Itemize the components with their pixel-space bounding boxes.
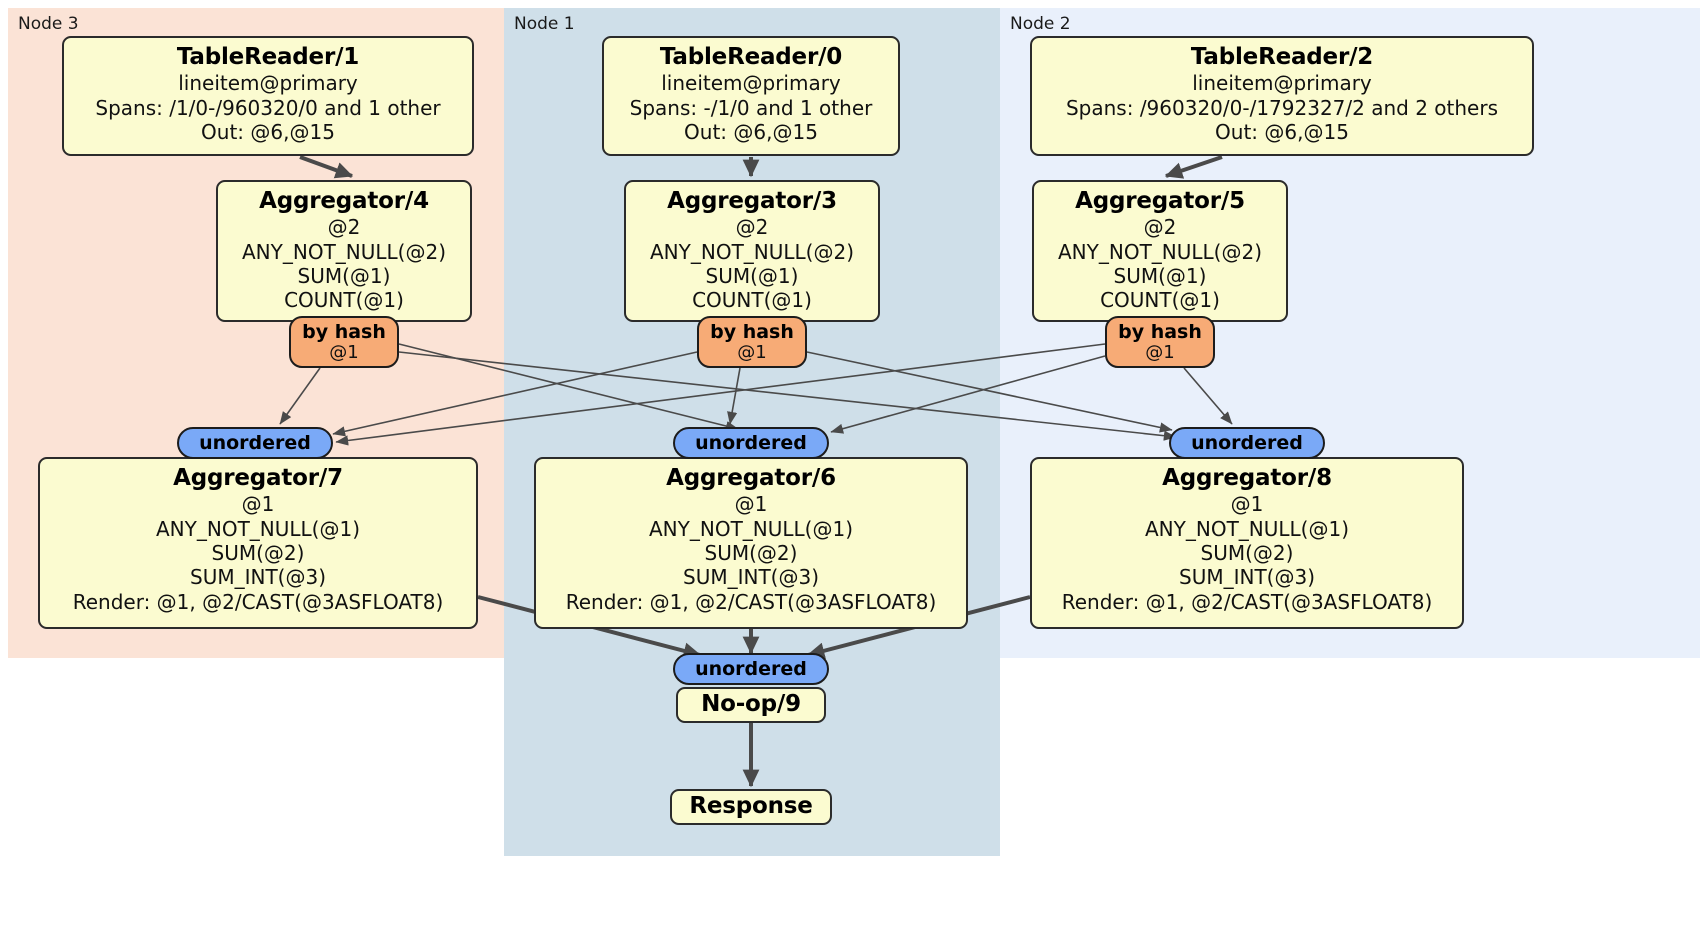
processor-detail-line: ANY_NOT_NULL(@2) (1058, 239, 1262, 264)
router-badge-label: unordered (199, 431, 311, 454)
router-badge-sync-left[interactable]: unordered (177, 427, 333, 459)
processor-detail-line: SUM(@1) (297, 263, 391, 288)
processor-detail-line: Spans: /960320/0-/1792327/2 and 2 others (1065, 95, 1498, 120)
processor-title: TableReader/2 (1190, 44, 1374, 70)
processor-detail-line: COUNT(@1) (1100, 288, 1220, 313)
processor-detail-line: @1 (241, 492, 275, 517)
node-label-node1: Node 1 (514, 14, 575, 34)
processor-detail-line: Out: @6,@15 (201, 119, 335, 144)
processor-title: Aggregator/4 (259, 188, 429, 214)
processor-detail-line: SUM(@1) (1113, 263, 1207, 288)
router-badge-column: @1 (1145, 341, 1175, 363)
router-badge-hash-mid[interactable]: by hash@1 (697, 316, 807, 368)
processor-detail-line: @1 (734, 492, 768, 517)
processor-detail-line: Render: @1, @2/CAST(@3ASFLOAT8) (72, 589, 444, 614)
processor-detail-line: SUM_INT(@3) (1179, 565, 1315, 590)
router-badge-label: by hash (1118, 320, 1202, 343)
router-badge-sync-right[interactable]: unordered (1169, 427, 1325, 459)
processor-detail-line: SUM_INT(@3) (190, 565, 326, 590)
processor-detail-line: Render: @1, @2/CAST(@3ASFLOAT8) (565, 589, 937, 614)
processor-box-noop9[interactable]: No-op/9 (676, 687, 826, 723)
processor-detail-line: ANY_NOT_NULL(@2) (242, 239, 446, 264)
processor-detail-line: lineitem@primary (178, 71, 358, 96)
processor-detail-line: ANY_NOT_NULL(@2) (650, 239, 854, 264)
processor-detail-line: @2 (327, 215, 361, 240)
processor-title: Aggregator/5 (1075, 188, 1245, 214)
processor-detail-line: COUNT(@1) (692, 288, 812, 313)
router-badge-sync-mid[interactable]: unordered (673, 427, 829, 459)
processor-detail-line: SUM(@2) (704, 540, 798, 565)
router-badge-column: @1 (329, 341, 359, 363)
processor-detail-line: Spans: -/1/0 and 1 other (629, 95, 873, 120)
node-label-node2: Node 2 (1010, 14, 1071, 34)
processor-title: Aggregator/7 (173, 465, 343, 491)
processor-detail-line: ANY_NOT_NULL(@1) (649, 516, 853, 541)
processor-title: Aggregator/8 (1162, 465, 1332, 491)
processor-detail-line: SUM(@1) (705, 263, 799, 288)
processor-detail-line: COUNT(@1) (284, 288, 404, 313)
processor-title: Aggregator/3 (667, 188, 837, 214)
processor-detail-line: Render: @1, @2/CAST(@3ASFLOAT8) (1061, 589, 1433, 614)
router-badge-column: @1 (737, 341, 767, 363)
processor-title: TableReader/0 (659, 44, 843, 70)
processor-detail-line: Out: @6,@15 (684, 119, 818, 144)
processor-detail-line: Out: @6,@15 (1215, 119, 1349, 144)
processor-box-response[interactable]: Response (670, 789, 832, 825)
router-badge-label: unordered (695, 657, 807, 680)
processor-detail-line: @2 (1143, 215, 1177, 240)
router-badge-label: by hash (302, 320, 386, 343)
router-badge-hash-left[interactable]: by hash@1 (289, 316, 399, 368)
processor-title: TableReader/1 (176, 44, 360, 70)
router-badge-label: unordered (695, 431, 807, 454)
processor-detail-line: ANY_NOT_NULL(@1) (1145, 516, 1349, 541)
processor-detail-line: SUM(@2) (1200, 540, 1294, 565)
processor-detail-line: lineitem@primary (661, 71, 841, 96)
processor-detail-line: SUM_INT(@3) (683, 565, 819, 590)
router-badge-label: by hash (710, 320, 794, 343)
processor-title: Aggregator/6 (666, 465, 836, 491)
processor-detail-line: ANY_NOT_NULL(@1) (156, 516, 360, 541)
processor-detail-line: SUM(@2) (211, 540, 305, 565)
router-badge-label: unordered (1191, 431, 1303, 454)
router-badge-hash-right[interactable]: by hash@1 (1105, 316, 1215, 368)
processor-title: Response (689, 793, 813, 820)
router-badge-sync-final[interactable]: unordered (673, 653, 829, 685)
processor-title: No-op/9 (701, 691, 801, 718)
processor-detail-line: @1 (1230, 492, 1264, 517)
node-label-node3: Node 3 (18, 14, 79, 34)
processor-detail-line: Spans: /1/0-/960320/0 and 1 other (95, 95, 441, 120)
processor-detail-line: lineitem@primary (1192, 71, 1372, 96)
processor-detail-line: @2 (735, 215, 769, 240)
